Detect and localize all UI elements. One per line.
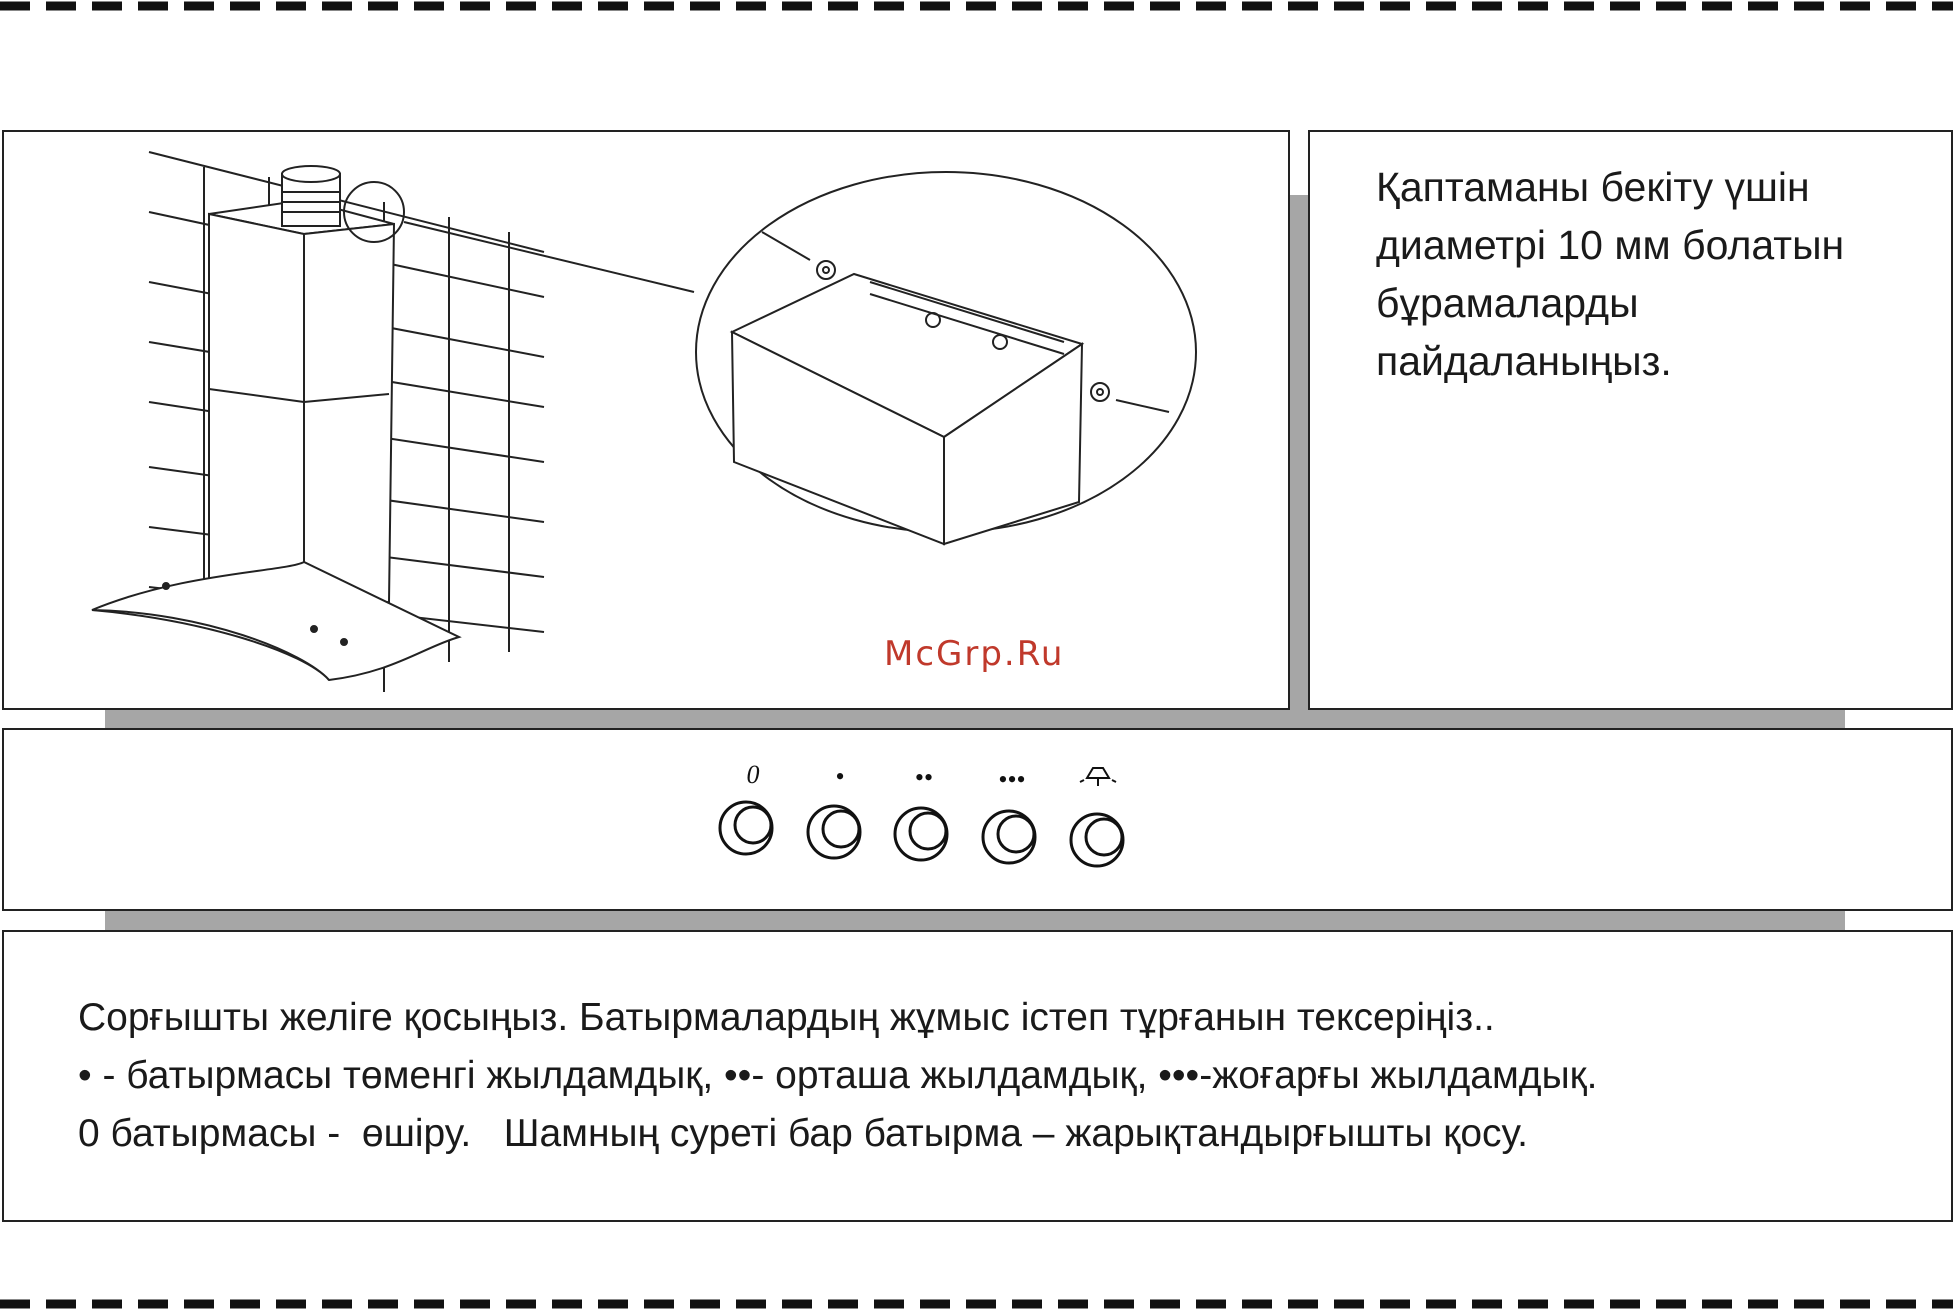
illustration-panel: McGrp.Ru <box>2 130 1290 710</box>
control-panel: 0 • •• ••• <box>2 728 1953 911</box>
instruction-line-connect: Сорғышты желіге қосыңыз. Батырмалардың ж… <box>78 996 1495 1039</box>
instruction-line-speeds: • - батырмасы төменгі жылдамдық, ••- орт… <box>78 1054 1598 1097</box>
panel-shadow-low <box>105 911 1845 930</box>
hood-installation-drawing <box>91 151 1197 692</box>
button-label-off: 0 <box>747 760 760 789</box>
note-panel: Қаптаманы бекіту үшін диаметрі 10 мм бол… <box>1308 130 1953 710</box>
control-buttons-drawing: 0 • •• ••• <box>718 760 1125 868</box>
exhaust-pipe <box>281 165 341 227</box>
detail-leader-line <box>403 221 695 293</box>
button-light[interactable] <box>1069 812 1125 868</box>
bottom-dashed-border <box>0 1299 1953 1309</box>
button-low-speed[interactable] <box>806 804 862 860</box>
glass-canopy <box>91 560 462 682</box>
button-high-speed[interactable] <box>981 809 1037 865</box>
button-medium-speed[interactable] <box>893 806 949 862</box>
panel-shadow-mid <box>105 710 1845 728</box>
lamp-icon <box>1079 767 1117 786</box>
top-dashed-border <box>0 1 1953 11</box>
button-off[interactable] <box>718 800 774 856</box>
chimney-cover <box>208 198 396 609</box>
screws <box>761 231 1170 413</box>
button-label-low: • <box>835 762 844 791</box>
watermark: McGrp.Ru <box>884 634 1065 674</box>
button-label-high: ••• <box>998 765 1025 794</box>
panel-shadow-top <box>1290 195 1308 710</box>
magnified-bracket <box>729 272 1085 546</box>
instruction-line-off-light: 0 батырмасы - өшіру. Шамның суреті бар б… <box>78 1112 1528 1155</box>
screw-note-text: Қаптаманы бекіту үшін диаметрі 10 мм бол… <box>1376 164 1845 384</box>
detail-callout-circle <box>343 181 405 243</box>
button-label-medium: •• <box>915 763 933 792</box>
instructions-panel: Сорғышты желіге қосыңыз. Батырмалардың ж… <box>2 930 1953 1222</box>
